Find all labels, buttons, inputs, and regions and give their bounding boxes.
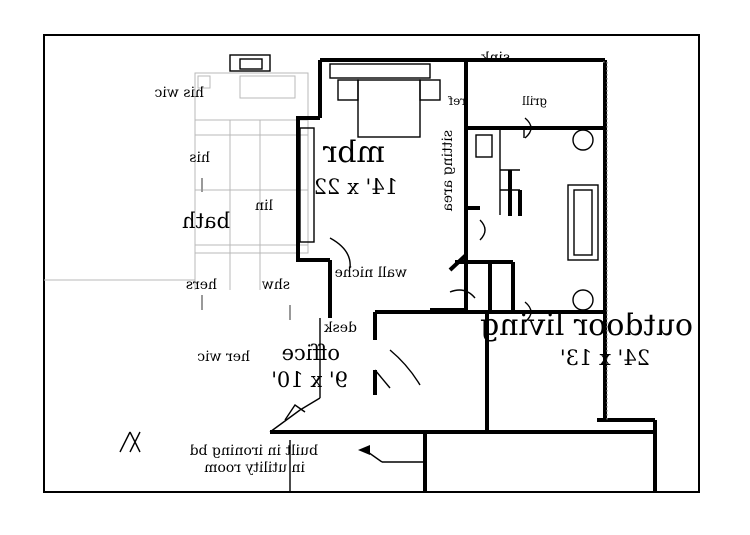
- label-office: office: [282, 341, 340, 365]
- label-his: his: [189, 150, 210, 166]
- label-grill: grill: [522, 94, 547, 108]
- plan-border: [43, 34, 700, 493]
- label-his-wic: his wic: [154, 85, 204, 101]
- label-shw: shw: [262, 277, 290, 293]
- label-hers: hers: [186, 277, 217, 293]
- label-callout-line2: in utility room: [204, 460, 305, 476]
- label-ref: ref: [447, 94, 466, 108]
- interior-walls: [119, 58, 657, 492]
- label-mbr-size: 14' x 22: [314, 175, 398, 199]
- label-mbr: mbr: [322, 135, 385, 170]
- label-wall-niche: wall niche: [335, 265, 407, 281]
- label-office-size: 9' x 10': [271, 368, 348, 392]
- label-outdoor-living-size: 24' x 13': [560, 346, 650, 370]
- label-lin: lin: [255, 198, 273, 214]
- label-outdoor-living: outdoor living: [480, 308, 693, 343]
- label-sink: sink: [480, 50, 510, 66]
- label-bath: bath: [182, 209, 230, 233]
- label-her-wic: her wic: [197, 349, 250, 365]
- label-desk: desk: [324, 320, 357, 336]
- label-callout-line1: built in ironing bd: [190, 443, 318, 459]
- room-labels: mbr 14' x 22 wall niche his wic his bath…: [154, 50, 693, 476]
- label-sitting-area: sitting area: [440, 130, 456, 212]
- patio-grid: [44, 54, 309, 320]
